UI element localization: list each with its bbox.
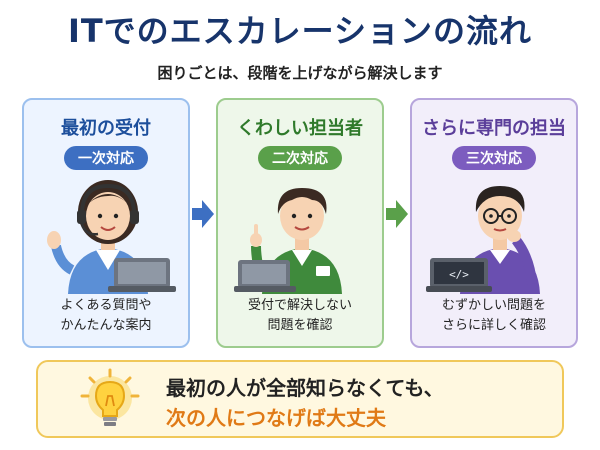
- arrow-right-icon: [192, 200, 214, 228]
- tier3-description-line1: むずかしい問題を: [441, 298, 546, 313]
- tier1-card: 最初の受付 一次対応 よくある質問や かんたんな案内: [22, 98, 190, 348]
- pointing-staff-illustration: [234, 188, 342, 294]
- takeaway-line2: 次の人につなげば大丈夫: [166, 406, 386, 430]
- tier1-description-line1: よくある質問や: [60, 298, 152, 313]
- tier2-description-line2: 問題を確認: [267, 318, 333, 333]
- tier3-badge: 三次対応: [452, 146, 536, 170]
- tier2-description: 受付で解決しない 問題を確認: [218, 296, 382, 336]
- page-title: ITでのエスカレーションの流れ: [67, 12, 533, 50]
- tier3-heading: さらに専門の担当: [422, 118, 566, 139]
- tier1-description: よくある質問や かんたんな案内: [24, 296, 188, 336]
- tier3-description: むずかしい問題を さらに詳しく確認: [412, 296, 576, 336]
- lightbulb-icon: [80, 368, 140, 426]
- tier2-badge: 二次対応: [258, 146, 342, 170]
- svg-text:</>: </>: [449, 268, 469, 281]
- tier2-card: くわしい担当者 二次対応 受付で解決しない 問題を確認: [216, 98, 384, 348]
- page-subtitle: 困りごとは、段階を上げながら解決します: [157, 64, 443, 82]
- tier2-heading: くわしい担当者: [237, 118, 363, 139]
- tier3-description-line2: さらに詳しく確認: [441, 318, 546, 333]
- tier1-heading: 最初の受付: [61, 118, 151, 139]
- takeaway-banner: 最初の人が全部知らなくても、 次の人につなげば大丈夫: [36, 360, 564, 438]
- takeaway-line1: 最初の人が全部知らなくても、: [166, 376, 444, 400]
- specialist-engineer-illustration: </>: [426, 186, 540, 294]
- tier3-card: さらに専門の担当 三次対応 </> むずかしい問題を さらに詳しく確認: [410, 98, 578, 348]
- tier2-description-line1: 受付で解決しない: [247, 298, 352, 313]
- tier1-description-line2: かんたんな案内: [60, 318, 152, 333]
- arrow-right-icon: [386, 200, 408, 228]
- tier1-badge: 一次対応: [64, 146, 148, 170]
- headset-operator-illustration: [47, 180, 176, 294]
